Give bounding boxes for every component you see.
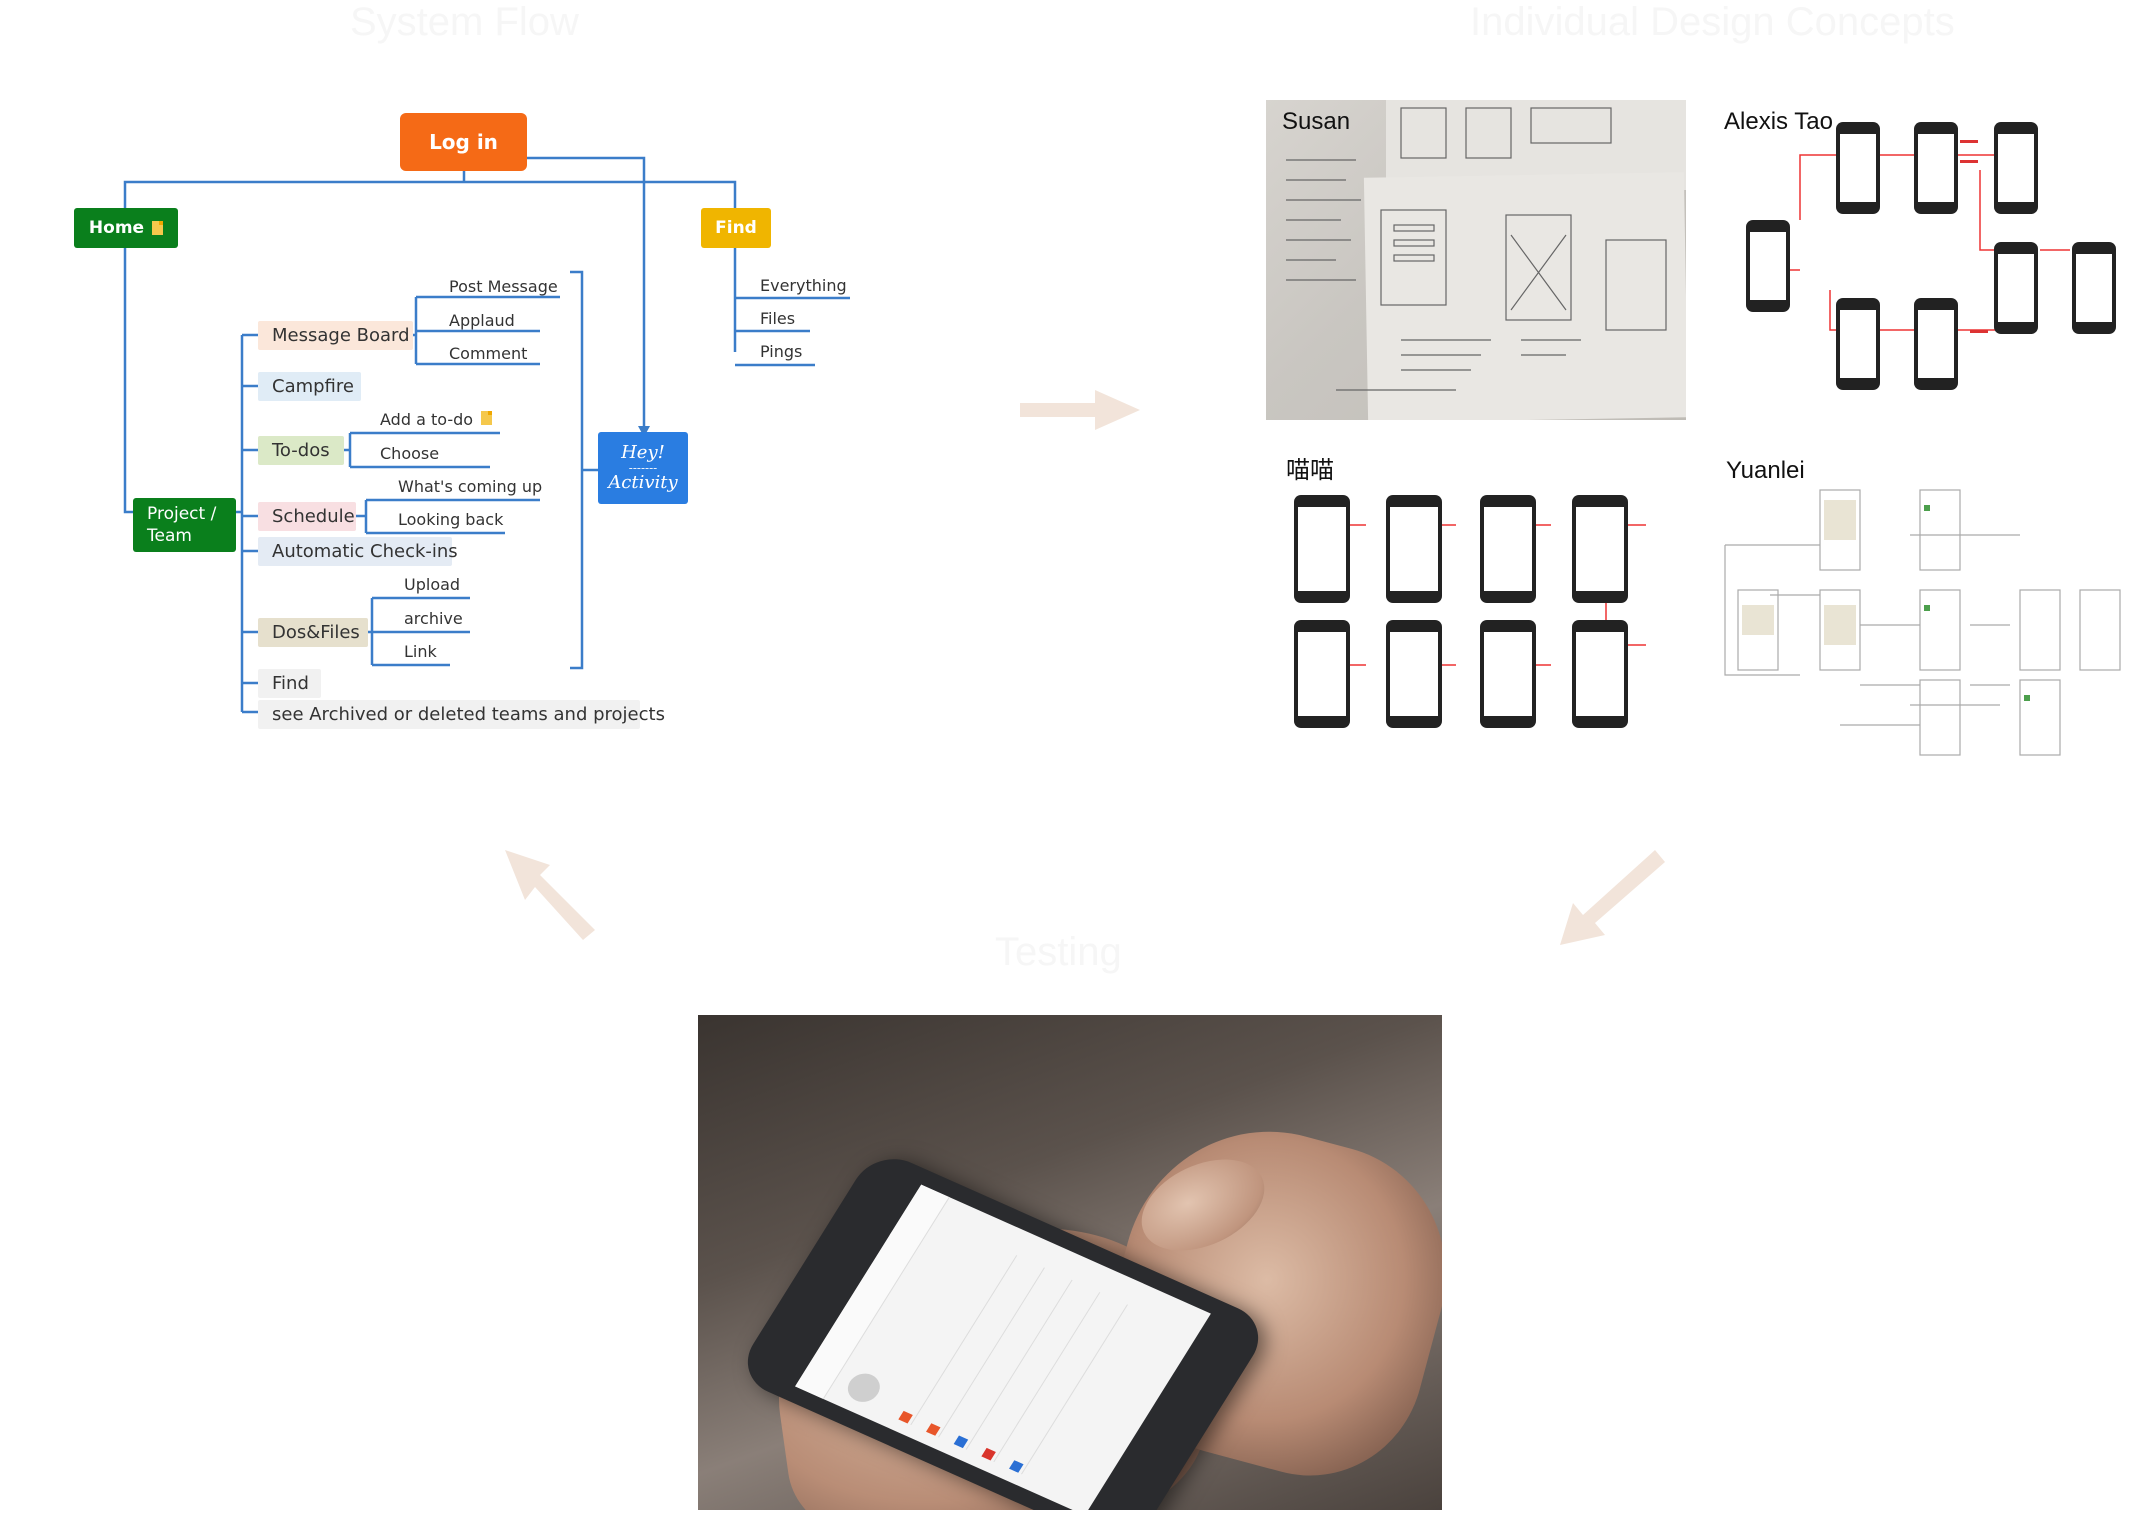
- heading-system-flow: System Flow: [350, 0, 579, 44]
- home-label: Home: [88, 218, 145, 238]
- files-leaf: Files: [760, 309, 796, 328]
- activity-separator: -------: [628, 461, 658, 475]
- miaomiao-phone-2: [1386, 495, 1442, 603]
- miaomiao-phone-3: [1480, 495, 1536, 603]
- applaud-leaf: Applaud: [449, 311, 515, 330]
- schedule-node: Schedule: [258, 502, 356, 531]
- yuanlei-wireflow: Yuanlei: [1710, 445, 2132, 765]
- dos-files-node: Dos&Files: [258, 618, 368, 647]
- concept-caption-alexis: Alexis Tao: [1724, 108, 1833, 135]
- miaomiao-phone-8: [1572, 620, 1628, 728]
- alexis-phone-7: [1836, 298, 1880, 390]
- checkins-label: Automatic Check-ins: [272, 541, 458, 562]
- activity-node: Hey! ------- Activity: [598, 432, 688, 504]
- right-arrow-icon: [1020, 390, 1140, 430]
- choose-leaf: Choose: [380, 444, 440, 463]
- down-left-arrow-icon: [1560, 850, 1665, 945]
- todos-node: To-dos: [258, 436, 344, 465]
- post-message-leaf: Post Message: [449, 277, 558, 296]
- heading-testing: Testing: [995, 930, 1122, 974]
- login-node: Log in: [400, 113, 527, 171]
- alexis-phone-1: [1746, 220, 1790, 312]
- pings-leaf: Pings: [760, 342, 803, 361]
- document-icon: [481, 411, 493, 425]
- add-todo-leaf: Add a to-do: [380, 410, 493, 429]
- looking-back-leaf: Looking back: [398, 510, 504, 529]
- campfire-label: Campfire: [272, 376, 354, 397]
- upload-leaf: Upload: [404, 575, 461, 594]
- alexis-wireflow: Alexis Tao: [1710, 100, 2132, 400]
- activity-hey: Hey!: [621, 442, 665, 463]
- project-team-node: Project / Team: [133, 498, 236, 552]
- home-node: Home: [74, 208, 178, 248]
- miaomiao-phone-7: [1480, 620, 1536, 728]
- miaomiao-phone-4: [1572, 495, 1628, 603]
- up-left-arrow-icon: [505, 850, 595, 940]
- checkins-node: Automatic Check-ins: [258, 537, 458, 566]
- comment-leaf: Comment: [449, 344, 528, 363]
- testing-photo: [698, 1015, 1442, 1510]
- todos-label: To-dos: [272, 440, 330, 461]
- yuanlei-flow-lines: [1724, 489, 2121, 756]
- add-todo-label: Add a to-do: [380, 410, 474, 429]
- alexis-phone-5: [1994, 242, 2038, 334]
- miaomiao-phone-6: [1386, 620, 1442, 728]
- find-node: Find: [701, 208, 771, 248]
- project-find-node: Find: [258, 669, 321, 698]
- link-leaf: Link: [404, 642, 437, 661]
- document-icon: [152, 221, 164, 235]
- concept-caption-miaomiao: 喵喵: [1286, 456, 1334, 484]
- archived-node: see Archived or deleted teams and projec…: [258, 700, 665, 729]
- mindmap-connectors: [123, 156, 850, 714]
- everything-leaf: Everything: [760, 276, 847, 295]
- schedule-label: Schedule: [272, 506, 355, 527]
- alexis-phone-8: [1914, 298, 1958, 390]
- whats-coming-leaf: What's coming up: [398, 477, 543, 496]
- concept-caption-susan: Susan: [1282, 108, 1351, 135]
- screen-avatar: [842, 1368, 886, 1407]
- login-label: Log in: [429, 130, 498, 154]
- miaomiao-phone-5: [1294, 620, 1350, 728]
- archive-leaf: archive: [404, 609, 463, 628]
- system-flow-mindmap: Log in Home Find Project / Team Hey! ---…: [0, 0, 900, 780]
- concept-caption-yuanlei: Yuanlei: [1726, 457, 1805, 484]
- campfire-node: Campfire: [258, 372, 361, 401]
- miaomiao-wireflow: 喵喵: [1266, 445, 1686, 745]
- susan-sketch-photo: Susan: [1266, 100, 1686, 420]
- sketch-drawing: [1286, 107, 1667, 391]
- alexis-phone-6: [2072, 242, 2116, 334]
- project-find-label: Find: [272, 673, 309, 694]
- miaomiao-phone-1: [1294, 495, 1350, 603]
- message-board-label: Message Board: [272, 325, 410, 346]
- alexis-phone-4: [1994, 122, 2038, 214]
- find-label: Find: [715, 218, 757, 238]
- archived-label: see Archived or deleted teams and projec…: [272, 704, 665, 725]
- activity-label: Activity: [608, 472, 678, 493]
- message-board-node: Message Board: [258, 321, 413, 350]
- project-team-label: Project / Team: [147, 504, 217, 546]
- heading-design-concepts: Individual Design Concepts: [1470, 0, 1955, 44]
- alexis-phone-2: [1836, 122, 1880, 214]
- alexis-phone-3: [1914, 122, 1958, 214]
- dos-files-label: Dos&Files: [272, 622, 360, 643]
